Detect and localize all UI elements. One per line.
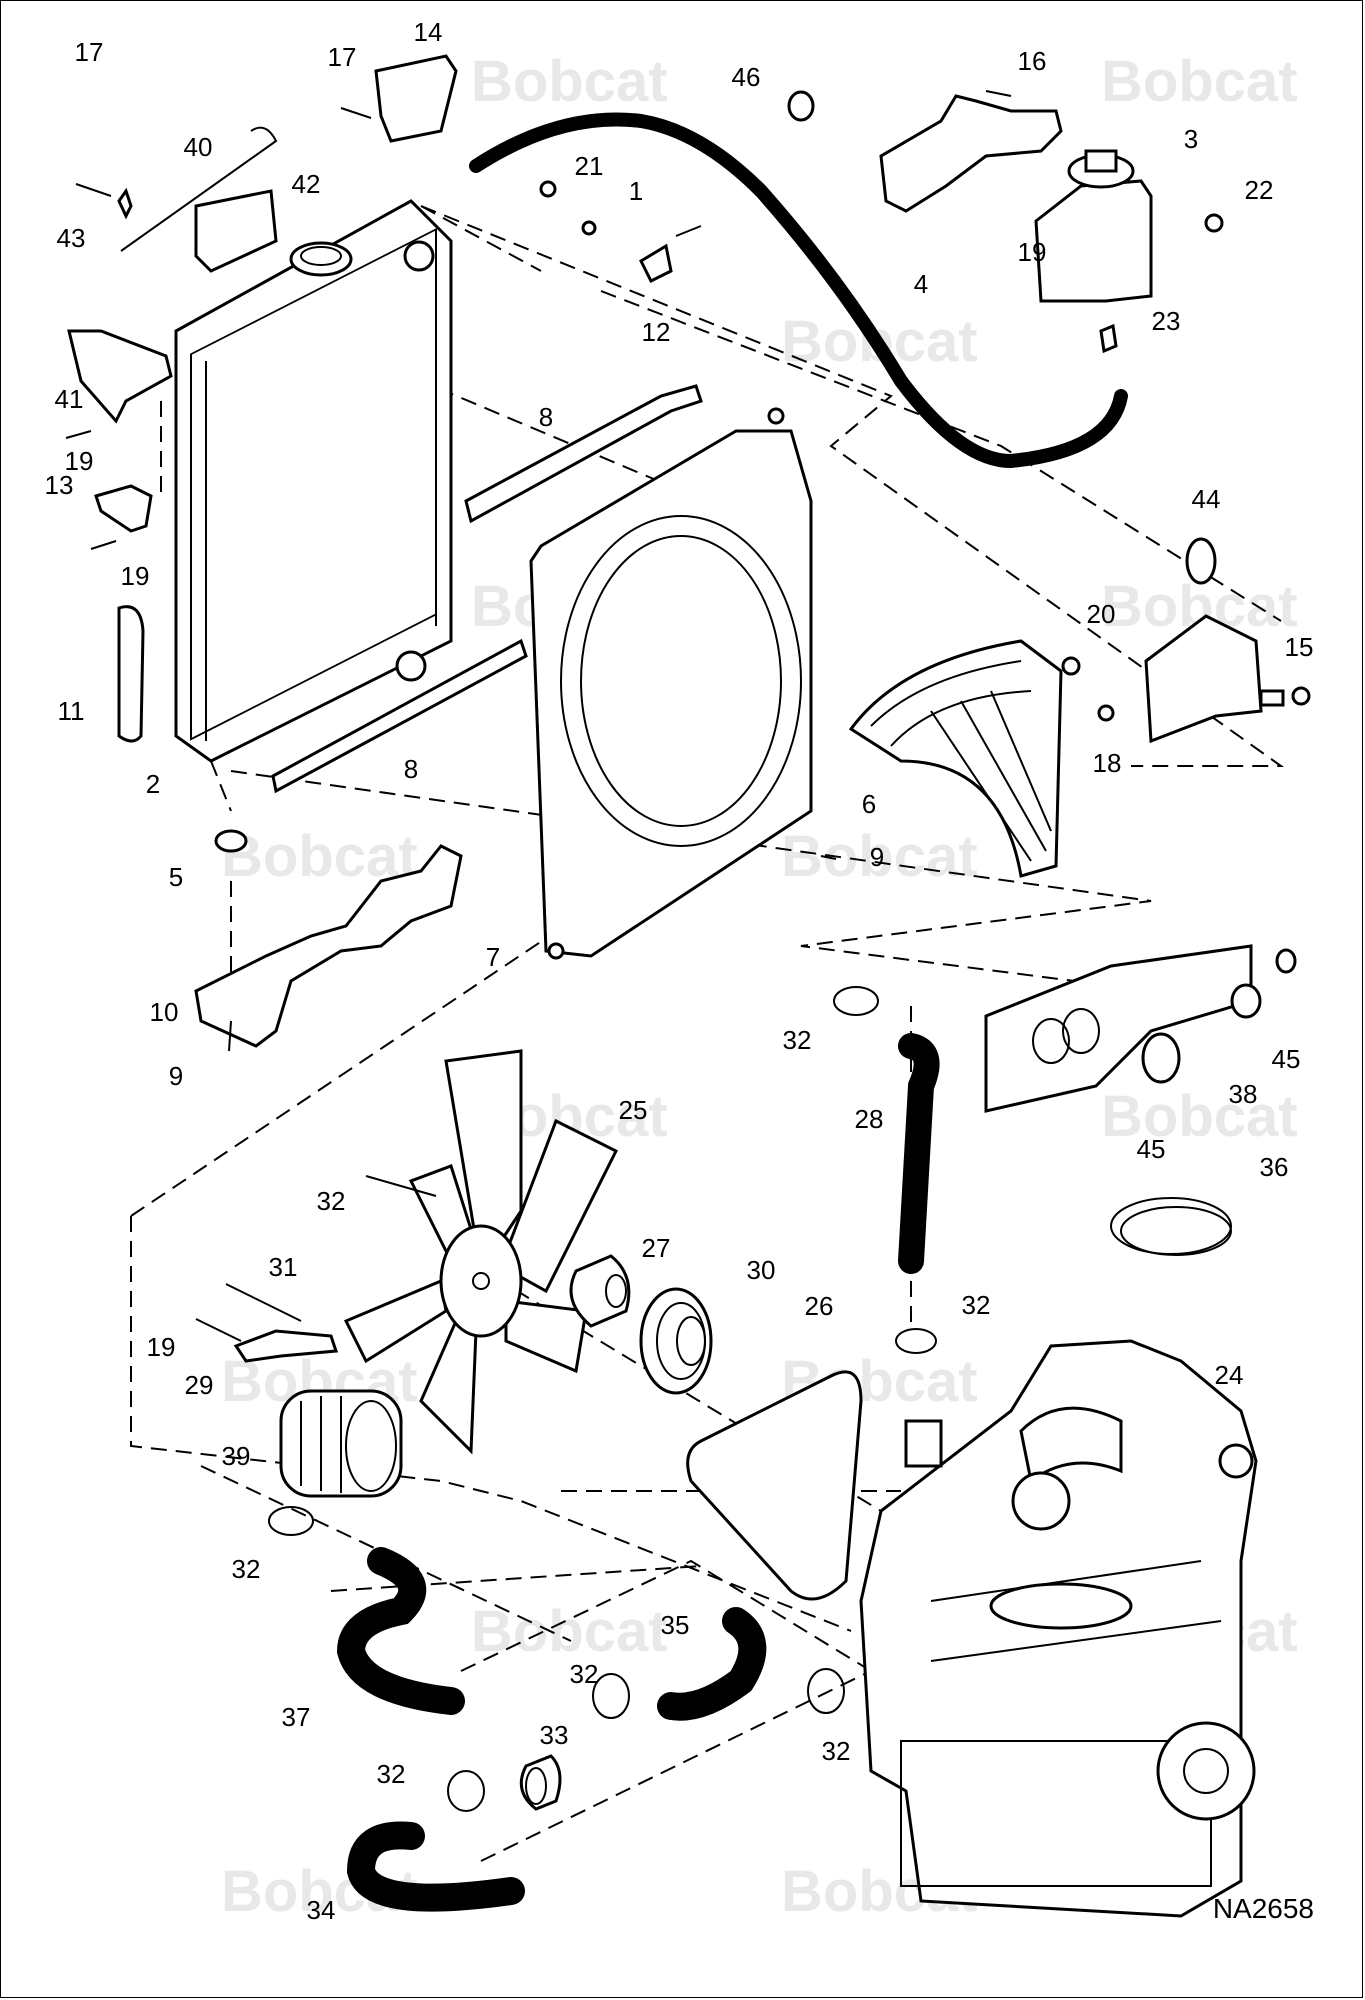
callout-26: 26 xyxy=(805,1291,834,1321)
callout-32: 32 xyxy=(377,1759,406,1789)
callout-44: 44 xyxy=(1192,484,1221,514)
callout-41: 41 xyxy=(55,384,84,414)
callout-31: 31 xyxy=(269,1252,298,1282)
callout-7: 7 xyxy=(486,942,500,972)
watermark-text: Bobcat xyxy=(1101,49,1298,114)
callout-25: 25 xyxy=(619,1095,648,1125)
callout-38: 38 xyxy=(1229,1079,1258,1109)
small-brackets xyxy=(67,54,1118,533)
callout-32: 32 xyxy=(822,1736,851,1766)
baffles xyxy=(271,384,703,794)
callout-42: 42 xyxy=(292,169,321,199)
watermark-text: Bobcat xyxy=(471,49,668,114)
callout-33: 33 xyxy=(540,1720,569,1750)
callout-6: 6 xyxy=(862,789,876,819)
callout-19: 19 xyxy=(65,446,94,476)
tank-bracket xyxy=(879,94,1063,213)
callout-11: 11 xyxy=(58,696,85,726)
callout-32: 32 xyxy=(570,1659,599,1689)
callout-15: 15 xyxy=(1285,632,1314,662)
watermark-text: Bobcat xyxy=(1101,1084,1298,1149)
callout-43: 43 xyxy=(57,223,86,253)
overflow-tank xyxy=(1034,149,1153,303)
overflow-hose-highlight xyxy=(474,117,1123,464)
shroud-seal-plate xyxy=(1144,614,1263,744)
callout-20: 20 xyxy=(1087,599,1116,629)
callout-45: 45 xyxy=(1272,1044,1301,1074)
engine-side-plate xyxy=(984,944,1253,1113)
callout-28: 28 xyxy=(855,1104,884,1134)
callout-10: 10 xyxy=(150,997,179,1027)
hose-clamps xyxy=(268,986,937,1812)
callout-30: 30 xyxy=(747,1255,776,1285)
callout-34: 34 xyxy=(307,1895,336,1925)
callout-5: 5 xyxy=(169,862,183,892)
callout-19: 19 xyxy=(147,1332,176,1362)
bolts xyxy=(65,90,1285,1342)
callout-23: 23 xyxy=(1152,306,1181,336)
callout-32: 32 xyxy=(317,1186,346,1216)
callout-35: 35 xyxy=(661,1610,690,1640)
callout-12: 12 xyxy=(642,317,671,347)
callout-32: 32 xyxy=(783,1025,812,1055)
overflow-hose xyxy=(469,112,1128,469)
callout-22: 22 xyxy=(1245,175,1274,205)
watermark-text: Bobcat xyxy=(221,824,418,889)
callout-19: 19 xyxy=(1018,237,1047,267)
callout-29: 29 xyxy=(185,1370,214,1400)
callout-27: 27 xyxy=(642,1233,671,1263)
mounting-bracket xyxy=(194,844,463,1048)
callout-36: 36 xyxy=(1260,1152,1289,1182)
lower-hose-35 xyxy=(346,1821,525,1912)
callout-9: 9 xyxy=(169,1061,183,1091)
callout-24: 24 xyxy=(1215,1360,1244,1390)
callout-14: 14 xyxy=(414,17,443,47)
lower-hose-36 xyxy=(657,1607,767,1721)
watermark-text: Bobcat xyxy=(781,824,978,889)
heater-hose-coil xyxy=(1110,1197,1232,1256)
upper-radiator-hose xyxy=(898,1033,940,1274)
callout-9: 9 xyxy=(870,842,884,872)
callout-32: 32 xyxy=(232,1554,261,1584)
callout-3: 3 xyxy=(1184,124,1198,154)
thermostat xyxy=(519,1754,562,1811)
fan xyxy=(343,1049,619,1455)
callout-39: 39 xyxy=(222,1441,251,1471)
grommets xyxy=(117,90,1311,1084)
pulley xyxy=(639,1287,713,1395)
engine xyxy=(859,1339,1258,1918)
callout-21: 21 xyxy=(575,151,604,181)
callout-40: 40 xyxy=(184,132,213,162)
callout-46: 46 xyxy=(732,62,761,92)
callout-13: 13 xyxy=(45,470,74,500)
alternator xyxy=(279,1389,403,1498)
drawing-code: NA2658 xyxy=(1213,1893,1314,1924)
callout-2: 2 xyxy=(146,769,160,799)
radiator xyxy=(174,199,453,763)
fan-belt xyxy=(686,1370,863,1601)
callout-8: 8 xyxy=(404,754,418,784)
callout-4: 4 xyxy=(914,269,928,299)
fan-spacer xyxy=(569,1254,631,1328)
callout-1: 1 xyxy=(629,176,643,206)
fan-guard xyxy=(848,639,1063,878)
callout-19: 19 xyxy=(121,561,150,591)
callout-17: 17 xyxy=(328,42,357,72)
lower-hose-38 xyxy=(336,1547,465,1715)
callout-17: 17 xyxy=(75,37,104,67)
fan-shroud xyxy=(529,407,813,960)
callout-16: 16 xyxy=(1018,46,1047,76)
callout-45: 45 xyxy=(1137,1134,1166,1164)
callout-32: 32 xyxy=(962,1290,991,1320)
callout-37: 37 xyxy=(282,1702,311,1732)
callout-8: 8 xyxy=(539,402,553,432)
alternator-bracket xyxy=(233,1329,339,1363)
callout-18: 18 xyxy=(1093,748,1122,778)
